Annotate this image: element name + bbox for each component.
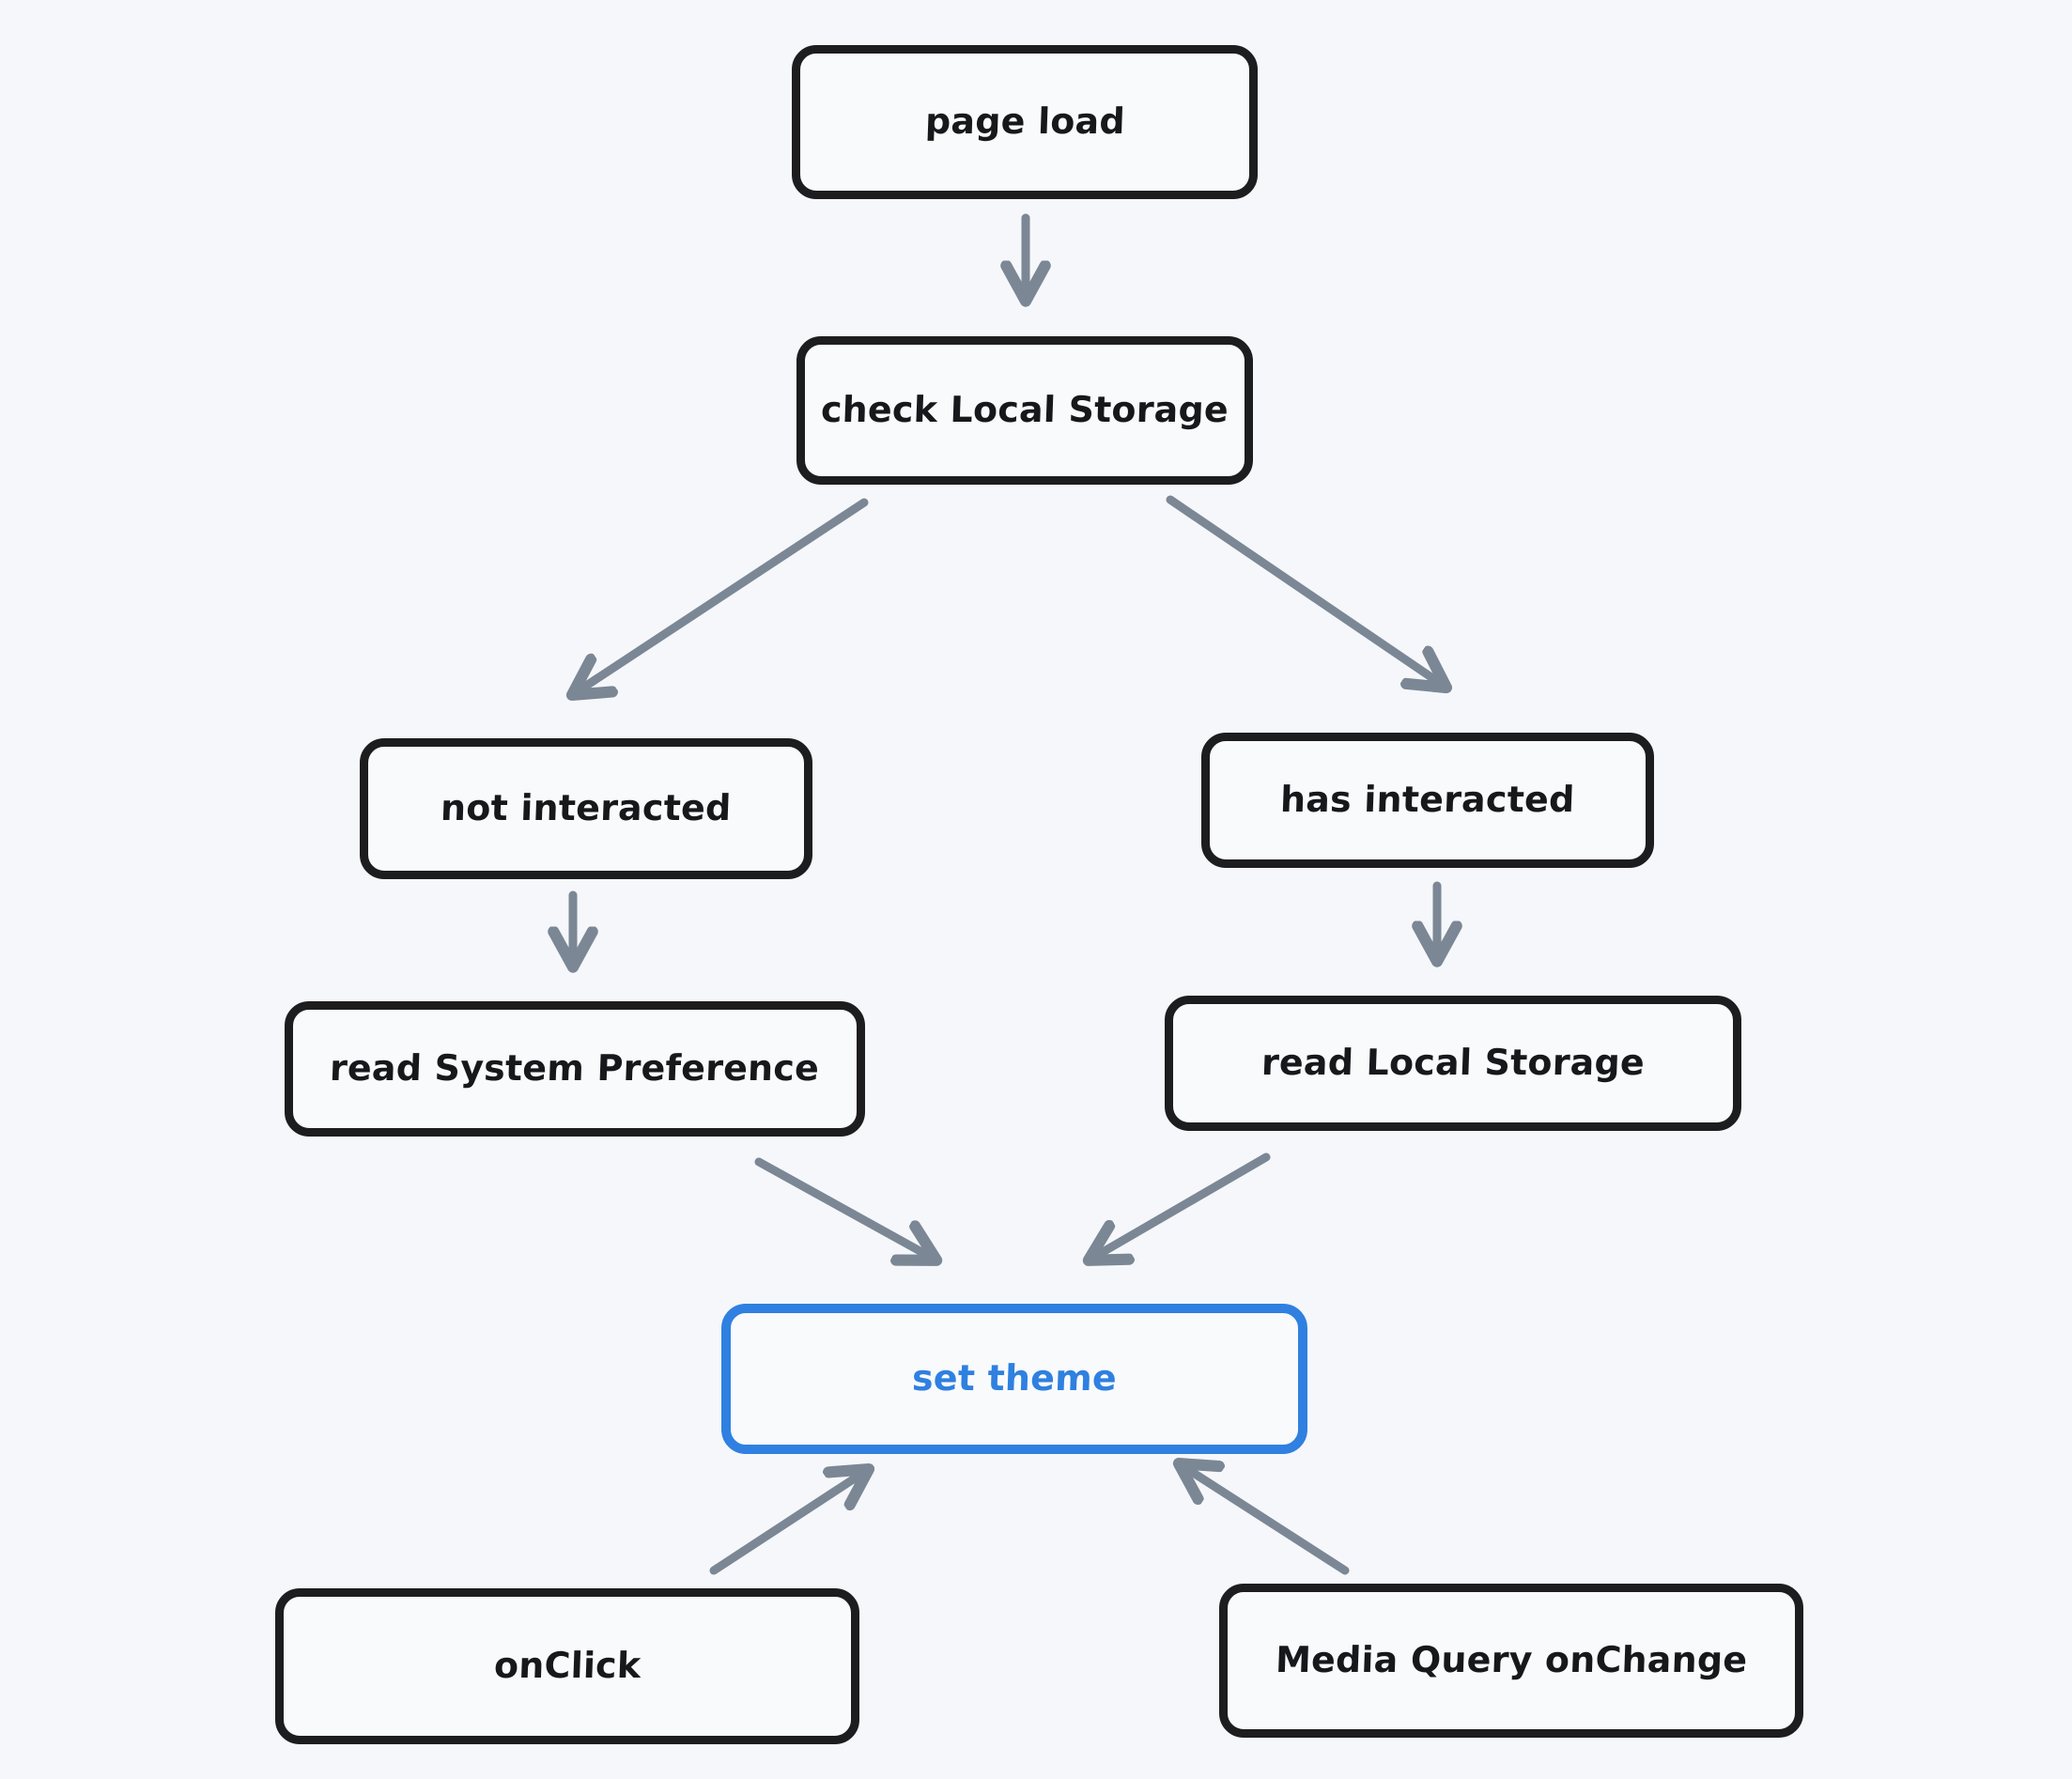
node-has-interacted[interactable]: has interacted [1201, 733, 1654, 868]
edge-onclick-to-set-theme [709, 1471, 866, 1575]
node-check-local-storage-label: check Local Storage [820, 389, 1229, 431]
node-media-query-onchange[interactable]: Media Query onChange [1219, 1584, 1803, 1738]
node-read-system-preference-label: read System Preference [329, 1047, 821, 1090]
node-set-theme-label: set theme [911, 1357, 1118, 1400]
node-has-interacted-label: has interacted [1279, 779, 1576, 821]
edge-read-system-pref-to-set-theme [754, 1157, 934, 1259]
node-not-interacted[interactable]: not interacted [360, 738, 812, 879]
node-read-local-storage-label: read Local Storage [1260, 1042, 1646, 1084]
node-page-load[interactable]: page load [792, 45, 1258, 199]
edge-check-local-to-has-interacted [1166, 495, 1444, 686]
node-read-local-storage[interactable]: read Local Storage [1165, 996, 1741, 1131]
node-not-interacted-label: not interacted [440, 787, 733, 829]
node-check-local-storage[interactable]: check Local Storage [796, 336, 1253, 485]
node-set-theme[interactable]: set theme [721, 1304, 1307, 1454]
node-page-load-label: page load [923, 101, 1126, 143]
node-onclick[interactable]: onClick [275, 1588, 859, 1744]
node-read-system-preference[interactable]: read System Preference [285, 1001, 865, 1137]
edge-read-local-to-set-theme [1091, 1152, 1271, 1259]
node-onclick-label: onClick [493, 1645, 642, 1687]
node-media-query-onchange-label: Media Query onChange [1275, 1639, 1748, 1681]
edge-media-query-to-set-theme [1182, 1465, 1350, 1575]
edge-check-local-to-not-interacted [575, 498, 869, 693]
